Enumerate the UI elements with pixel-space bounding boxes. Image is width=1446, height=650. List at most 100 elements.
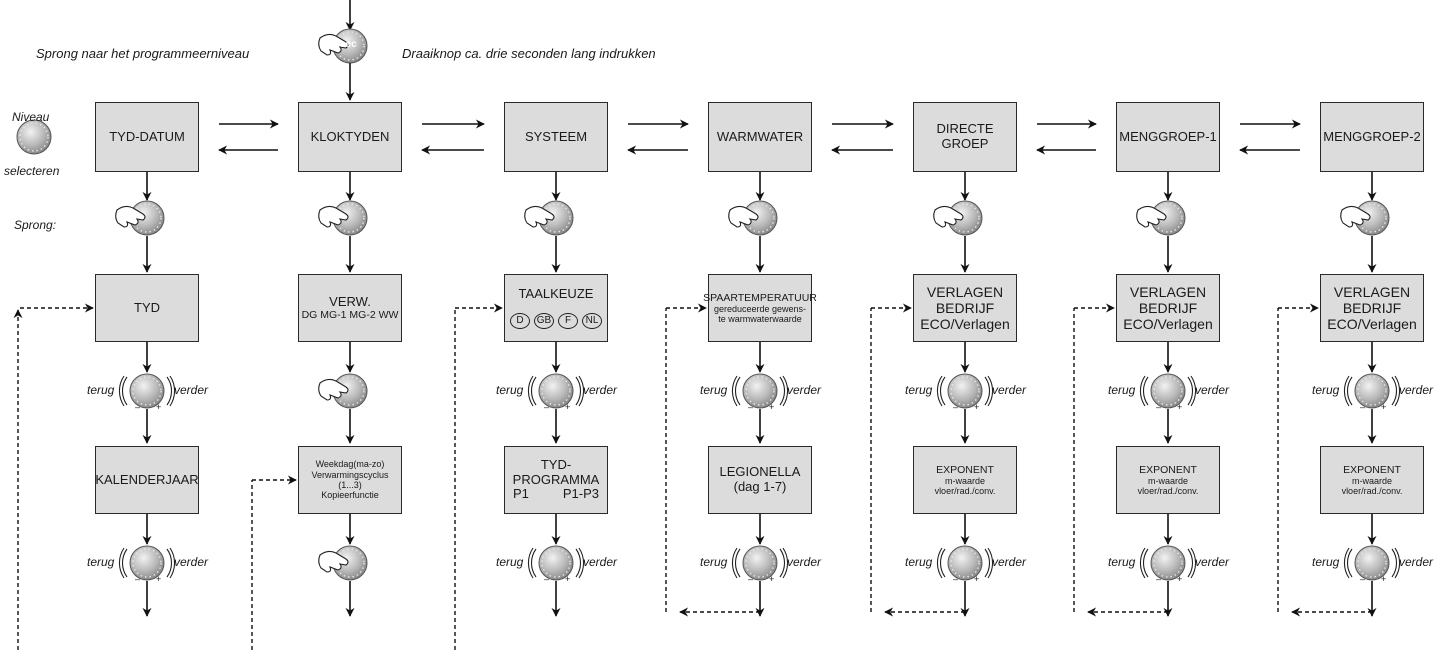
setting-title: SPAARTEMPERATUUR	[703, 291, 817, 304]
rotary-knob[interactable]	[527, 373, 585, 409]
nav-forward-label: verder	[583, 383, 618, 397]
menu-header-label: WARMWATER	[716, 128, 804, 144]
rotary-knob[interactable]	[936, 545, 994, 581]
nav-forward-label: verder	[992, 555, 1027, 569]
press-knob[interactable]	[524, 200, 574, 236]
setting-title: PROGRAMMA	[512, 471, 600, 487]
rotary-knob[interactable]	[731, 545, 789, 581]
setting-title: VERW.	[329, 293, 371, 309]
rotary-knob[interactable]	[1139, 373, 1197, 409]
press-knob[interactable]	[933, 200, 983, 236]
menu-header-box[interactable]: KLOKTYDEN	[298, 102, 402, 172]
setting-box[interactable]: Weekdag(ma-zo)Verwarmingscyclus (1...3)K…	[298, 446, 402, 514]
menu-header-label: TYD-DATUM	[109, 128, 185, 144]
nav-back-label: terug	[700, 555, 728, 569]
setting-box[interactable]: KALENDERJAAR	[95, 446, 199, 514]
press-knob[interactable]	[318, 200, 368, 236]
nav-forward-label: verder	[1195, 383, 1230, 397]
setting-line: VERLAGEN	[926, 283, 1004, 300]
setting-title: EXPONENT	[1139, 463, 1197, 476]
nav-back-label: terug	[905, 383, 933, 397]
nav-back-label: terug	[905, 555, 933, 569]
nav-back-label: terug	[1312, 555, 1340, 569]
menu-header-label: DIRECTE GROEP	[936, 121, 994, 151]
rotary-knob[interactable]	[1139, 545, 1197, 581]
rotary-knob[interactable]	[1343, 545, 1401, 581]
nav-plus-sign: +	[1381, 574, 1387, 584]
sec-label: sec	[340, 39, 357, 50]
rotary-knob[interactable]	[1343, 373, 1401, 409]
setting-title: EXPONENT	[1343, 463, 1401, 476]
menu-header-label: KLOKTYDEN	[310, 128, 390, 144]
press-knob[interactable]	[115, 200, 165, 236]
language-option[interactable]: F	[558, 312, 578, 329]
sec-knob[interactable]	[318, 28, 368, 64]
rotary-knob[interactable]	[527, 545, 585, 581]
setting-box[interactable]: LEGIONELLA(dag 1-7)	[708, 446, 812, 514]
press-knob[interactable]	[318, 545, 368, 581]
nav-back-label: terug	[700, 383, 728, 397]
press-knob-instruction: Draaiknop ca. drie seconden lang indrukk…	[402, 46, 656, 61]
setting-line: m-waarde	[1351, 475, 1392, 486]
nav-minus-sign: –	[1156, 574, 1162, 584]
press-knob[interactable]	[318, 373, 368, 409]
menu-header-box[interactable]: MENGGROEP-2	[1320, 102, 1424, 172]
menu-header-label: MENGGROEP-1	[1119, 128, 1217, 144]
menu-header-box[interactable]: DIRECTE GROEP	[913, 102, 1017, 172]
setting-box[interactable]: VERW.DG MG-1 MG-2 WW	[298, 274, 402, 342]
setting-line: Weekdag(ma-zo)	[315, 459, 385, 470]
select-label: selecteren	[4, 164, 60, 178]
nav-plus-sign: +	[974, 402, 980, 412]
language-option[interactable]: NL	[582, 312, 602, 329]
level-select-knob[interactable]	[16, 119, 52, 155]
language-option[interactable]: D	[510, 312, 530, 329]
setting-line: m-waarde	[944, 475, 985, 486]
nav-minus-sign: –	[135, 574, 141, 584]
nav-minus-sign: –	[1360, 574, 1366, 584]
setting-line: TYD	[134, 299, 160, 315]
rotary-knob[interactable]	[118, 545, 176, 581]
program-range: P1-P3	[562, 486, 599, 502]
setting-line: vloer/rad./conv.	[1137, 486, 1199, 497]
nav-back-label: terug	[496, 383, 524, 397]
rotary-knob[interactable]	[936, 373, 994, 409]
setting-line: VERLAGEN	[1129, 283, 1207, 300]
rotary-knob[interactable]	[731, 373, 789, 409]
nav-forward-label: verder	[1399, 555, 1434, 569]
setting-line: ECO/Verlagen	[920, 316, 1010, 333]
nav-minus-sign: –	[748, 574, 754, 584]
nav-plus-sign: +	[565, 574, 571, 584]
press-knob[interactable]	[1340, 200, 1390, 236]
nav-forward-label: verder	[787, 383, 822, 397]
nav-plus-sign: +	[769, 402, 775, 412]
setting-line: vloer/rad./conv.	[1341, 486, 1403, 497]
nav-forward-label: verder	[174, 383, 209, 397]
setting-title: TAALKEUZE	[518, 286, 594, 302]
menu-header-box[interactable]: SYSTEEM	[504, 102, 608, 172]
menu-header-box[interactable]: WARMWATER	[708, 102, 812, 172]
nav-minus-sign: –	[953, 402, 959, 412]
nav-forward-label: verder	[1399, 383, 1434, 397]
nav-minus-sign: –	[1156, 402, 1162, 412]
language-option[interactable]: GB	[534, 312, 554, 329]
press-knob[interactable]	[728, 200, 778, 236]
menu-header-box[interactable]: MENGGROEP-1	[1116, 102, 1220, 172]
rotary-knob[interactable]	[118, 373, 176, 409]
nav-forward-label: verder	[787, 555, 822, 569]
press-knob[interactable]	[1136, 200, 1186, 236]
nav-plus-sign: +	[156, 574, 162, 584]
setting-box[interactable]: TYD	[95, 274, 199, 342]
menu-header-box[interactable]: TYD-DATUM	[95, 102, 199, 172]
